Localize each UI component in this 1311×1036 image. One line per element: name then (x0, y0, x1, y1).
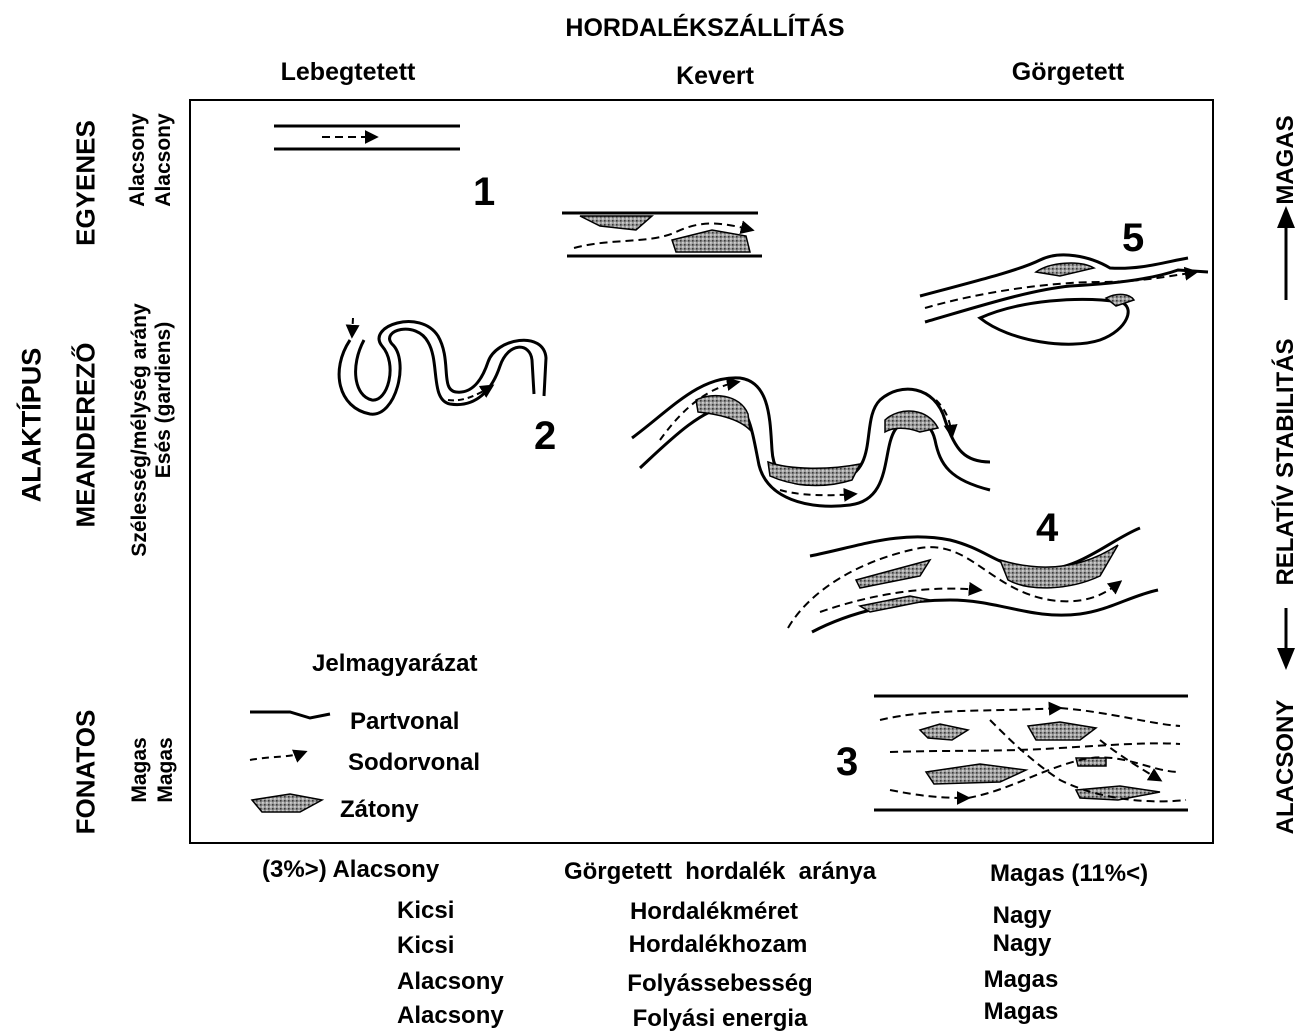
bottom-right-value-1: Nagy (993, 902, 1052, 930)
bottom-right-value-0: Magas (11%<) (990, 860, 1148, 888)
channel-number-4: 4 (1036, 506, 1058, 551)
bottom-left-value-1: Kicsi (397, 897, 454, 925)
channel-number-3: 3 (836, 740, 858, 785)
channel-4-wandering (788, 528, 1158, 632)
bottom-label-hordalekmeret: Hordalékméret (630, 898, 798, 926)
bottom-right-value-2: Nagy (993, 930, 1052, 958)
legend-item-zatony: Zátony (340, 796, 419, 824)
legend-symbols (250, 712, 330, 812)
stability-arrow (1277, 206, 1295, 670)
bottom-label-folyasi-energia: Folyási energia (633, 1005, 808, 1033)
legend-item-sodorvonal: Sodorvonal (348, 749, 480, 777)
legend-item-partvonal: Partvonal (350, 708, 459, 736)
bottom-label-gorgetett-arany: Görgetett hordalék aránya (564, 858, 876, 886)
bottom-left-value-3: Alacsony (397, 968, 504, 996)
channel-number-2: 2 (534, 414, 556, 459)
channel-1-straight (274, 126, 460, 149)
channel-5-anastomosing (920, 255, 1208, 344)
channel-straight-mixed (562, 213, 762, 256)
channel-number-1: 1 (473, 170, 495, 215)
bottom-label-folyassebesseg: Folyássebesség (627, 970, 812, 998)
bottom-right-value-3: Magas (984, 966, 1059, 994)
channel-meander-mixed (632, 378, 990, 506)
channel-3-braided (874, 696, 1188, 810)
bottom-label-hordalekhozam: Hordalékhozam (629, 931, 808, 959)
bottom-left-value-4: Alacsony (397, 1002, 504, 1030)
legend-title: Jelmagyarázat (312, 650, 477, 678)
channel-number-5: 5 (1122, 216, 1144, 261)
channel-2-meander (339, 318, 546, 414)
bottom-left-value-0: (3%>) Alacsony (262, 856, 439, 884)
bottom-right-value-4: Magas (984, 998, 1059, 1026)
bottom-left-value-2: Kicsi (397, 932, 454, 960)
